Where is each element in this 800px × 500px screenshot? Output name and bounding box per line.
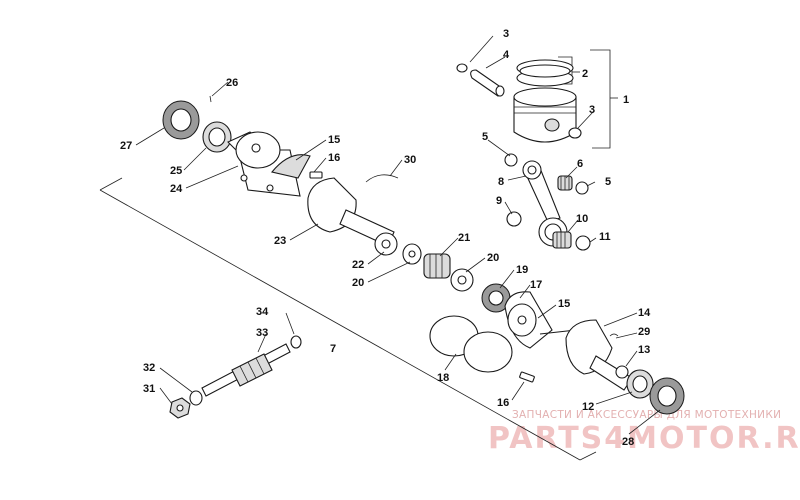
callout-18: 18 xyxy=(437,372,449,384)
callout-11: 11 xyxy=(599,231,611,243)
callout-26: 26 xyxy=(226,77,238,89)
washer-13 xyxy=(615,365,629,379)
callout-21: 21 xyxy=(458,232,470,244)
callout-17: 17 xyxy=(530,279,542,291)
callout-labels: 1 2 3 3 4 5 5 6 7 8 9 10 11 12 13 14 15 … xyxy=(120,28,651,448)
callout-7: 7 xyxy=(330,343,336,355)
callout-20: 20 xyxy=(487,252,499,264)
callout-6: 6 xyxy=(577,158,583,170)
callout-28: 28 xyxy=(622,436,634,448)
drive-shaft-33 xyxy=(201,343,291,397)
callout-20: 20 xyxy=(352,277,364,289)
washer-34 xyxy=(290,335,302,349)
callout-14: 14 xyxy=(638,307,651,319)
watermark: ЗАПЧАСТИ И АКСЕССУАРЫ ДЛЯ МОТОТЕХНИКИ PA… xyxy=(488,409,800,456)
seal-28 xyxy=(649,377,685,415)
callout-15: 15 xyxy=(328,134,340,146)
callout-30: 30 xyxy=(404,154,416,166)
callout-23: 23 xyxy=(274,235,286,247)
key-29 xyxy=(609,333,619,337)
upper-counterweight xyxy=(271,154,311,179)
callout-10: 10 xyxy=(576,213,588,225)
crankpin-washer-20b xyxy=(450,268,474,292)
upper-crank-bearing xyxy=(202,121,232,153)
upper-crank-seal xyxy=(162,100,200,140)
callout-2: 2 xyxy=(582,68,588,80)
callout-32: 32 xyxy=(143,362,155,374)
crankpin-bearing-21 xyxy=(423,253,451,279)
callout-1: 1 xyxy=(623,94,629,106)
callout-9: 9 xyxy=(496,195,502,207)
snap-rings-lower xyxy=(429,315,513,373)
crankpin-washer-20a xyxy=(402,243,422,265)
callout-5: 5 xyxy=(482,131,488,143)
crank-web-lower xyxy=(565,319,633,391)
callout-31: 31 xyxy=(143,383,155,395)
callout-16: 16 xyxy=(328,152,340,164)
callout-5: 5 xyxy=(605,176,611,188)
callout-4: 4 xyxy=(503,49,510,61)
callout-29: 29 xyxy=(638,326,650,338)
callout-3: 3 xyxy=(589,104,595,116)
wrist-pin xyxy=(470,69,505,97)
callout-22: 22 xyxy=(352,259,364,271)
seal-19 xyxy=(481,283,511,313)
main-bearing-12 xyxy=(626,369,654,399)
assembly-bracket xyxy=(99,177,597,461)
callout-34: 34 xyxy=(256,306,269,318)
callout-25: 25 xyxy=(170,165,182,177)
key-wire xyxy=(209,95,212,103)
callout-3: 3 xyxy=(503,28,509,40)
callout-15: 15 xyxy=(558,298,570,310)
watermark-logo: PARTS4MOTOR.RU xyxy=(488,421,800,456)
callout-8: 8 xyxy=(498,176,504,188)
callout-19: 19 xyxy=(516,264,528,276)
callout-13: 13 xyxy=(638,344,650,356)
callout-12: 12 xyxy=(582,401,594,413)
callout-27: 27 xyxy=(120,140,132,152)
piston-rings xyxy=(516,59,574,87)
crankpin-washer-22 xyxy=(374,232,398,256)
rod-washers xyxy=(504,153,591,251)
callout-33: 33 xyxy=(256,327,268,339)
piston xyxy=(513,87,577,143)
washer-32 xyxy=(189,390,203,406)
watermark-tagline: ЗАПЧАСТИ И АКСЕССУАРЫ ДЛЯ МОТОТЕХНИКИ xyxy=(512,409,781,421)
nut-31 xyxy=(169,397,191,419)
callout-16: 16 xyxy=(497,397,509,409)
lower-crank-flange xyxy=(504,291,577,349)
upper-bolt xyxy=(309,171,323,179)
snap-ring-upper xyxy=(365,174,399,183)
small-end-bearing xyxy=(557,175,573,191)
lower-bolt xyxy=(519,371,535,383)
wrist-pin-clips xyxy=(456,63,582,139)
big-end-bearing xyxy=(552,231,572,249)
leader-lines xyxy=(135,35,661,435)
callout-24: 24 xyxy=(170,183,183,195)
